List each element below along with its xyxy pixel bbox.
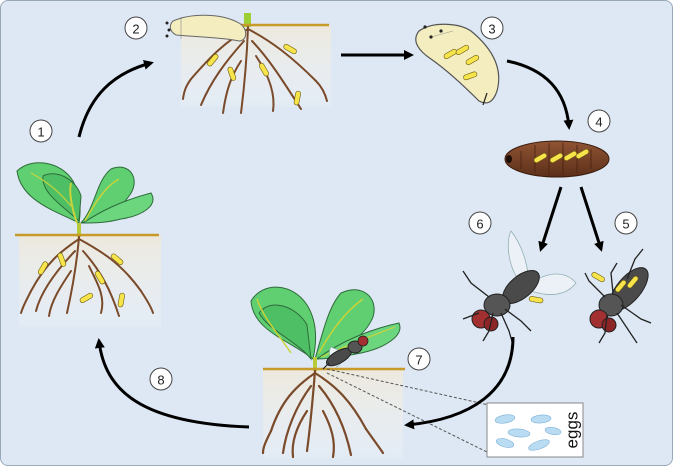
soil-block [19,235,161,327]
svg-text:8: 8 [157,373,164,388]
leaf-cluster [250,286,401,361]
stage-5-adult-fly [584,248,652,344]
step-5-label: 5 [614,211,638,235]
stage-2-root-feeding [165,13,331,114]
eggs-label: eggs [563,412,582,449]
eggs-box [486,402,584,458]
svg-text:5: 5 [622,217,629,232]
fly-legs [584,248,652,344]
step-labels: 1 2 3 4 5 6 7 8 [29,16,638,391]
step-3-label: 3 [480,16,504,40]
stem-stub [244,13,251,27]
egg-laying-fly [322,335,369,370]
arrow-1-to-2 [77,59,154,138]
cycle-arrows [77,50,604,430]
stage-7-egg-laying [250,286,405,459]
arrow-8-to-1 [94,338,250,429]
svg-text:2: 2 [132,22,139,37]
step-8-label: 8 [149,367,173,391]
svg-text:6: 6 [476,217,483,232]
svg-text:4: 4 [595,115,602,130]
step-4-label: 4 [587,109,611,133]
root-system [261,369,385,459]
stage-3-larva [415,23,500,106]
stage-1-seedling [15,162,161,327]
arrow-3-to-4 [506,59,574,130]
fly-legs [462,270,532,346]
stage-6-adult-fly [462,230,577,346]
stage-4-pupa [504,140,610,178]
step-2-label: 2 [124,16,148,40]
step-6-label: 6 [468,211,492,235]
svg-text:1: 1 [37,125,44,140]
svg-text:7: 7 [415,353,422,368]
eggs-callout: eggs [326,368,584,458]
arrow-4-to-6 [538,186,563,252]
root-system [20,236,154,317]
leaf-cluster [16,162,154,224]
eggs [494,414,562,451]
arrow-4-to-5 [579,186,604,252]
arrow-to-7 [404,336,515,430]
larva [165,14,247,42]
step-1-label: 1 [29,119,53,143]
step-7-label: 7 [407,347,431,371]
svg-text:3: 3 [488,22,495,37]
